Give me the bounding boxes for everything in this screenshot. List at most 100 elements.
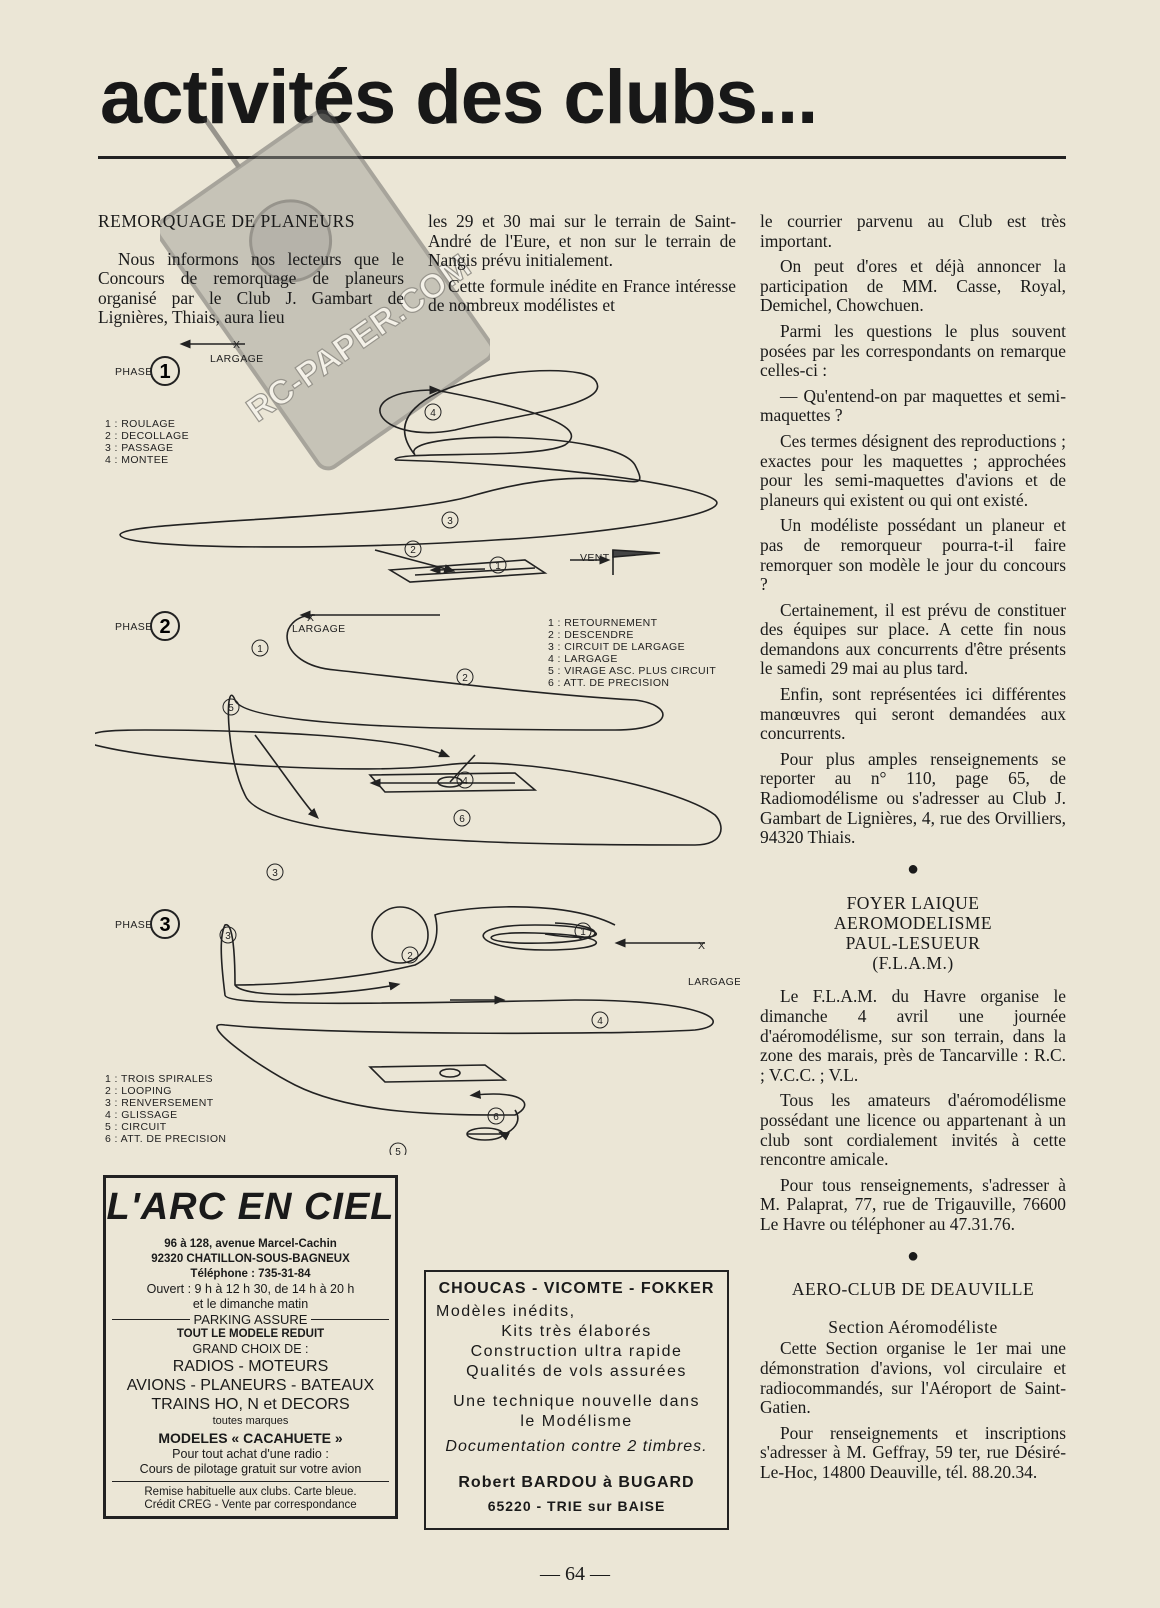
ad-text: RADIOS - MOTEURS [172,1358,329,1375]
ad-title: CHOUCAS - VICOMTE - FOKKER [438,1280,715,1297]
phase-3-legend: 3 : RENVERSEMENT [105,1097,214,1109]
ad-address: 96 à 128, avenue Marcel-Cachin [164,1238,337,1250]
svg-text:6: 6 [459,814,465,825]
ad-text: Documentation contre 2 timbres. [445,1438,708,1455]
column-3: le courrier parvenu au Club est très imp… [760,211,1066,1488]
ad-text: MODELES « CACAHUETE » [158,1430,343,1446]
x-mark: X [307,612,314,624]
paragraph: Enfin, sont représentées ici différentes… [760,684,1066,744]
svg-text:2: 2 [410,545,416,556]
title-rule [98,156,1066,159]
paragraph: Un modéliste possédant un planeur et pas… [760,515,1066,595]
paragraph: Le F.L.A.M. du Havre organise le dimanch… [760,986,1066,1085]
ad-text: Robert BARDOU à BUGARD [458,1474,695,1491]
phase-1-legend: 1 : ROULAGE [105,418,175,430]
paragraph: Cette Section organise le 1er mai une dé… [760,1338,1066,1418]
phase-3-circle [150,909,180,939]
ad-text: Cours de pilotage gratuit sur votre avio… [139,1462,362,1476]
page-title: activités des clubs... [100,55,818,140]
phase-2-legend: 2 : DESCENDRE [548,629,634,641]
section-heading-flam: FOYER LAIQUE AEROMODELISME PAUL-LESUEUR … [833,893,993,974]
marker-p2-1: 1 [251,639,269,657]
svg-text:4: 4 [597,1016,603,1027]
ad-hours: et le dimanche matin [192,1297,309,1311]
antenna-shape [202,116,242,169]
ad-phone: Téléphone : 735-31-84 [190,1268,311,1280]
largage-label: LARGAGE [688,976,740,988]
transmitter-stick [249,199,333,283]
ad-text: Une technique nouvelle dans [453,1393,700,1410]
flight-phases-diagram: PHASE 1 PHASE 2 PHASE 3 X LARGAGE 1 : RO… [95,339,740,1155]
marker-p2-4: 4 [456,771,474,789]
phase-1-diagram [119,339,718,583]
paragraph: les 29 et 30 mai sur le terrain de Saint… [428,211,736,271]
paragraph: le courrier parvenu au Club est très imp… [760,211,1066,251]
ad-text: le Modélisme [520,1413,633,1430]
largage-label: LARGAGE [210,353,264,365]
phase-2-legend: 6 : ATT. DE PRECISION [548,677,669,689]
phase-3-diagram [216,906,714,1141]
section-heading-remorquage: REMORQUAGE DE PLANEURS [98,211,355,231]
ad-text: AVIONS - PLANEURS - BATEAUX [126,1377,375,1394]
phase-2-label: PHASE [115,621,153,633]
svg-text:5: 5 [228,703,234,714]
svg-text:2: 2 [407,951,413,962]
paragraph: Pour plus amples renseignements se repor… [760,748,1066,848]
ad-hours: Ouvert : 9 h à 12 h 30, de 14 h à 20 h [146,1282,355,1296]
svg-text:6: 6 [493,1112,499,1123]
paragraph: Cette formule inédite en France intéress… [428,275,736,316]
ad-text: Qualités de vols assurées [466,1363,687,1380]
section-heading-deauville: AERO-CLUB DE DEAUVILLE [791,1279,1035,1300]
marker-p3-5: 5 [389,1142,407,1155]
marker-p2-6: 6 [453,809,471,827]
svg-text:1: 1 [257,644,263,655]
x-mark: X [698,940,705,952]
svg-text:2: 2 [462,673,468,684]
phase-2-circle [150,611,180,641]
phase-3-label: PHASE [115,919,153,931]
paragraph: Parmi les questions le plus souvent posé… [760,320,1066,381]
paragraph: Tous les amateurs d'aéromodélisme posséd… [760,1090,1066,1170]
marker-p3-6: 6 [487,1107,505,1125]
marker-p3-4: 4 [591,1011,609,1029]
svg-text:3: 3 [447,516,453,527]
marker-p3-1: 1 [574,922,592,940]
ad-text: Kits très élaborés [501,1323,652,1340]
watermark-stamp: RC-PAPER.COM [160,109,490,471]
phase-2-diagram [95,610,722,846]
phase-3-legend: 2 : LOOPING [105,1085,172,1097]
phase-3-legend: 1 : TROIS SPIRALES [105,1073,213,1085]
marker-p1-3: 3 [441,511,459,529]
paragraph: Nous informons nos lecteurs que le Conco… [98,248,404,328]
bullet-separator: ● [906,857,920,880]
ad-address: 92320 CHATILLON-SOUS-BAGNEUX [151,1253,350,1265]
phase-1-legend: 3 : PASSAGE [105,442,173,454]
phase-1-legend: 2 : DECOLLAGE [105,430,189,442]
vent-label: VENT [580,552,610,564]
paragraph: Pour tous renseignements, s'adresser à M… [760,1174,1066,1234]
svg-text:3: 3 [272,868,278,879]
ad-text: TOUT LE MODELE REDUIT [176,1328,325,1340]
paragraph: Certainement, il est prévu de constituer… [760,599,1066,679]
phase-2-legend: 1 : RETOURNEMENT [548,617,658,629]
phase-1-label: PHASE [115,366,153,378]
svg-text:4: 4 [430,408,436,419]
ad-text: 65220 - TRIE sur BAISE [487,1498,666,1514]
ad-text: Modèles inédits, [436,1303,576,1320]
phase-3-legend: 5 : CIRCUIT [105,1121,167,1133]
paragraph: On peut d'ores et déjà annoncer la parti… [760,256,1066,316]
ad-text: Remise habituelle aux clubs. Carte bleue… [144,1486,357,1498]
marker-p1-1: 1 [489,556,507,574]
page-number: — 64 — [540,1563,610,1585]
svg-text:4: 4 [462,776,468,787]
marker-p2-2: 2 [456,668,474,686]
svg-text:5: 5 [395,1147,401,1155]
ad-brand-logo: L'ARC EN CIEL [106,1186,395,1228]
phase-1-circle [150,356,180,386]
phase-1-number: 1 [159,361,170,383]
paragraph: Pour renseignements et inscriptions s'ad… [760,1422,1066,1482]
largage-label: LARGAGE [292,623,346,635]
ad-divider [112,1481,389,1482]
x-mark: X [233,339,240,351]
phase-3-number: 3 [159,914,170,936]
